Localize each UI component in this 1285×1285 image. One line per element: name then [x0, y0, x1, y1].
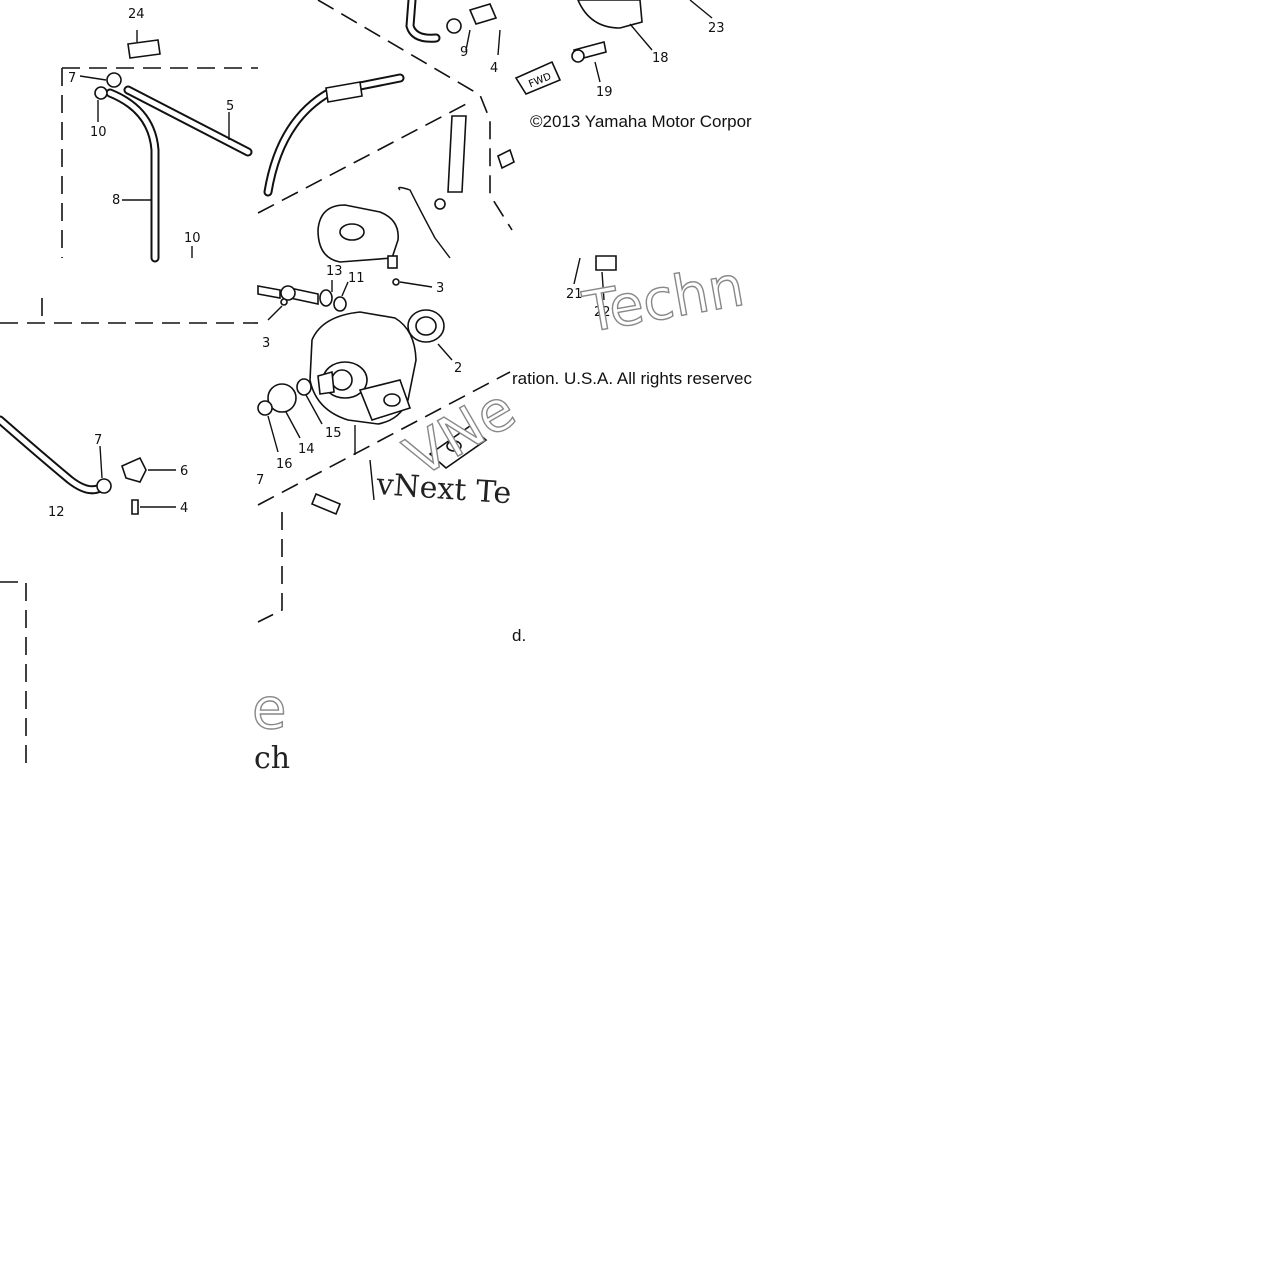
watermark-text-ch: ch: [254, 741, 290, 776]
part-label-18: 18: [652, 51, 669, 66]
copyright-line-top: ©2013 Yamaha Motor Corpor: [530, 112, 752, 131]
part-label-11: 11: [348, 271, 365, 286]
pump-body: [309, 309, 488, 501]
copyright-line-mid: ration. U.S.A. All rights reservec: [512, 369, 752, 388]
part-label-3: 3: [436, 281, 444, 296]
part-label-19: 19: [596, 85, 613, 100]
part-label-7: 7: [94, 433, 102, 448]
cable-assembly: [263, 73, 467, 259]
part-label-24: 24: [128, 7, 145, 22]
part-label-4: 4: [180, 501, 188, 516]
top-fittings: [405, 0, 501, 56]
part-label-22: 22: [594, 305, 611, 320]
part-label-3: 3: [262, 336, 270, 351]
watermark-text-e: e: [252, 677, 286, 742]
part-label-21: 21: [566, 287, 583, 302]
part-label-4: 4: [490, 61, 498, 76]
part-label-12: 12: [48, 505, 65, 520]
part-label-10: 10: [90, 125, 107, 140]
part-label-10: 10: [184, 231, 201, 246]
dashed-boundaries: [0, 0, 513, 770]
copyright-text: ©2013 Yamaha Motor Corpor ration. U.S.A.…: [512, 112, 752, 645]
part-label-5: 5: [226, 99, 234, 114]
part-label-15: 15: [325, 426, 342, 441]
part-label-23: 23: [708, 21, 725, 36]
part-labels: 24 7 5 10 8 10 9 4 23 18 19 13 11 3 3 2 …: [48, 7, 725, 520]
part-label-7: 7: [256, 473, 264, 488]
upper-cover: [317, 204, 399, 269]
part-label-16: 16: [276, 457, 293, 472]
part-label-13: 13: [326, 264, 343, 279]
copyright-line-tail: d.: [512, 626, 526, 645]
part-label-8: 8: [112, 193, 120, 208]
part-label-7: 7: [68, 71, 76, 86]
hardware: [257, 148, 617, 516]
part-label-9: 9: [460, 45, 468, 60]
part-label-2: 2: [454, 361, 462, 376]
part-label-6: 6: [180, 464, 188, 479]
top-right-parts: FWD: [514, 0, 713, 95]
left-hose-assembly: [79, 30, 253, 263]
part-label-14: 14: [298, 442, 315, 457]
lower-left-hose: [0, 415, 176, 515]
